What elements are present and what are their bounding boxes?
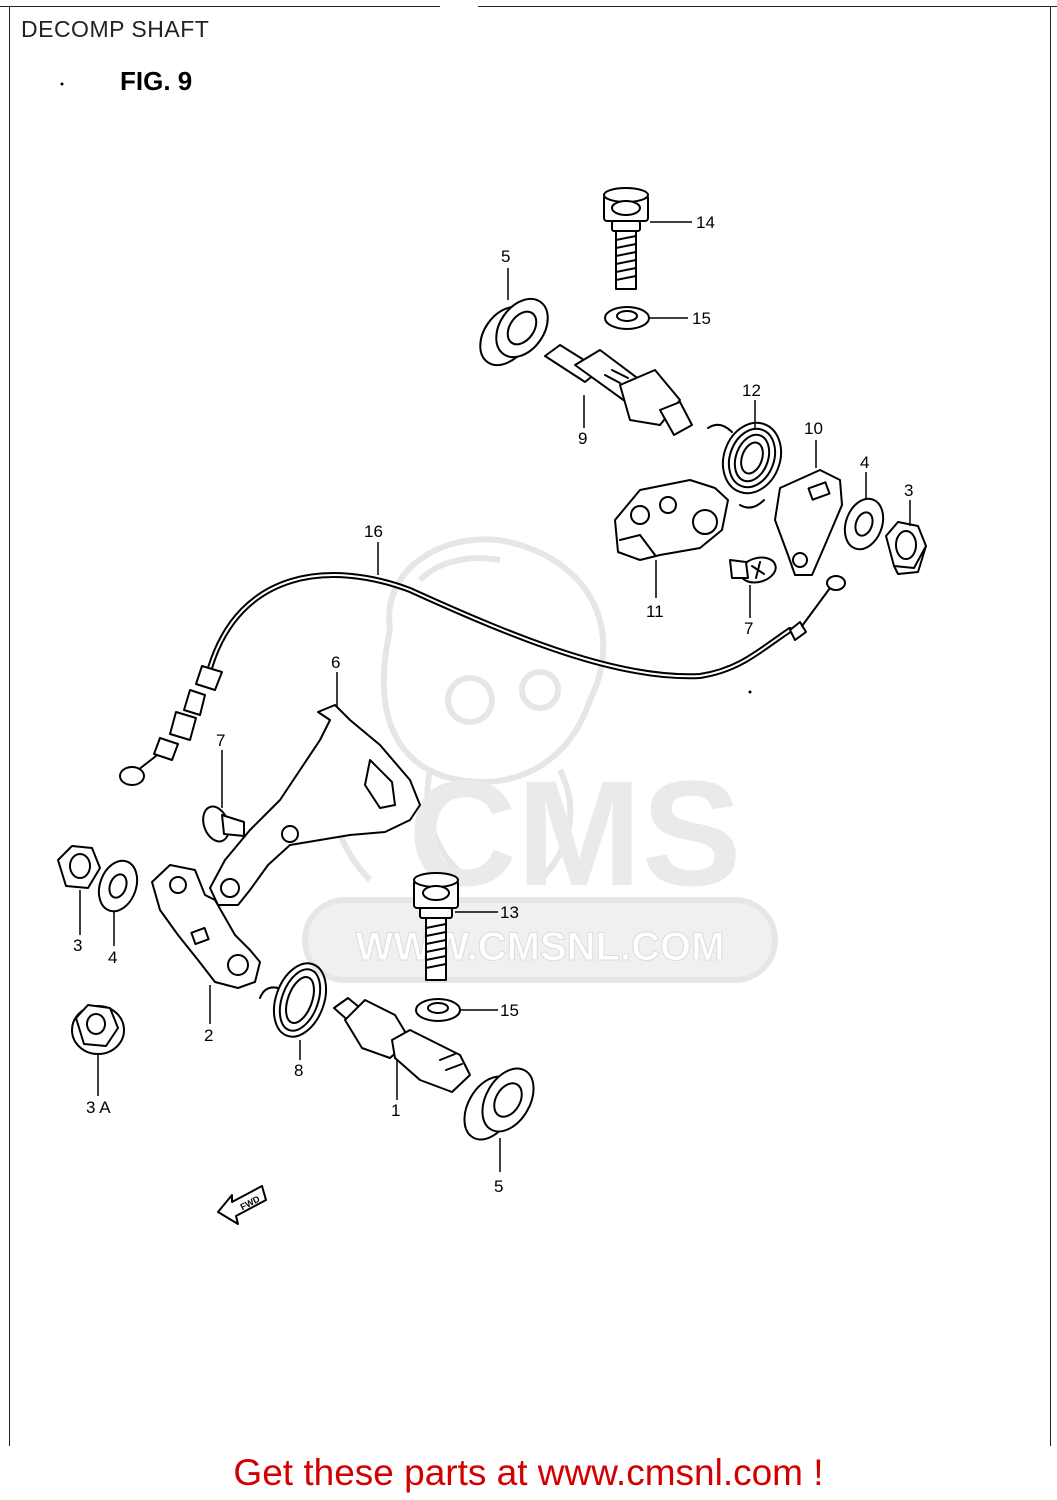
part-cam-bracket	[614, 479, 729, 561]
part-washer-right	[843, 497, 885, 551]
part-bracket-plate	[209, 704, 421, 906]
callout-flange-nut: 3 A	[86, 1098, 111, 1117]
callout-oil-seal-lower: 5	[494, 1177, 503, 1196]
callout-nut-right: 3	[904, 481, 913, 500]
figure-label: FIG. 9	[120, 66, 193, 96]
callout-screw-left: 7	[216, 731, 225, 750]
callout-spring-upper: 12	[742, 381, 761, 400]
part-decomp-shaft-upper	[544, 344, 693, 436]
page-title: DECOMP SHAFT	[21, 16, 210, 42]
part-oil-seal-upper	[479, 297, 549, 367]
part-flange-nut	[71, 1004, 125, 1055]
stray-dots	[60, 82, 752, 694]
callout-oil-seal-upper: 5	[501, 247, 510, 266]
callout-screw-right: 7	[744, 619, 753, 638]
watermark-url: WWW.CMSNL.COM	[356, 925, 725, 969]
callout-spring-lower: 8	[294, 1061, 303, 1080]
callout-cam-bracket: 11	[646, 602, 664, 621]
callout-bolt-lower: 13	[500, 903, 519, 922]
frame-right	[1050, 6, 1051, 1446]
callout-decomp-shaft-lower: 1	[391, 1101, 400, 1120]
watermark-url-bar	[302, 897, 778, 983]
watermark-brand: CMS	[408, 749, 741, 917]
part-washer-lower	[415, 998, 461, 1022]
callout-decomp-cable: 16	[364, 522, 383, 541]
part-lever-arm	[774, 469, 843, 576]
part-nut-right	[885, 521, 927, 575]
callout-washer-left: 4	[108, 948, 117, 967]
part-spring-lower	[259, 962, 328, 1038]
part-oil-seal-lower	[463, 1067, 535, 1141]
part-decomp-shaft-lower	[333, 997, 471, 1093]
callout-lever-lower: 2	[204, 1026, 213, 1045]
parts-diagram: CMS WWW.CMSNL.COM	[57, 82, 927, 1225]
callout-lever-arm: 10	[804, 419, 823, 438]
callout-labels: 14 5 15 12 9 10 4 3 16 11 7 6 7 13 3 4 1…	[73, 213, 913, 1196]
leader-lines	[79, 221, 911, 1172]
part-lever-lower	[151, 864, 261, 989]
part-washer-upper	[604, 306, 650, 330]
footer-link[interactable]: Get these parts at www.cmsnl.com !	[233, 1452, 824, 1493]
part-screw-right	[729, 556, 777, 584]
watermark-mascot	[327, 536, 607, 883]
part-bolt-lower	[413, 872, 459, 981]
part-bolt-upper	[603, 187, 649, 290]
watermark	[302, 536, 778, 983]
callout-washer-upper: 15	[692, 309, 711, 328]
part-screw-left	[202, 805, 245, 843]
part-washer-left	[97, 859, 139, 913]
callout-washer-lower: 15	[500, 1001, 519, 1020]
frame-left	[9, 6, 10, 1446]
callout-washer-right: 4	[860, 453, 869, 472]
part-spring-upper	[707, 421, 783, 509]
fwd-arrow-icon	[217, 1185, 267, 1225]
part-nut-left	[57, 845, 101, 889]
frame-top-left	[0, 6, 440, 7]
callout-decomp-shaft-upper: 9	[578, 429, 587, 448]
callout-nut-left: 3	[73, 936, 82, 955]
callout-bolt-upper: 14	[696, 213, 715, 232]
frame-top-right	[478, 6, 1057, 7]
callout-bracket-plate: 6	[331, 653, 340, 672]
part-decomp-cable	[119, 572, 846, 786]
